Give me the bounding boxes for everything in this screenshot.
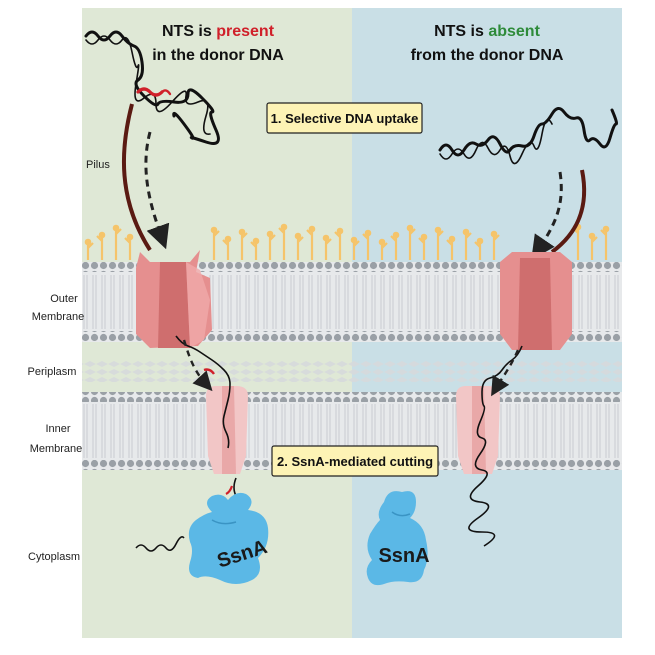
right-pilus — [550, 169, 587, 254]
right-title-keyword: absent — [488, 23, 540, 40]
lps-branch — [213, 230, 220, 237]
right-title: NTS is absent — [434, 23, 540, 40]
lps-sugar — [238, 228, 246, 236]
right-ssna-label: SsnA — [378, 545, 429, 567]
left-inner-channel — [206, 386, 248, 474]
lps-sugar — [602, 225, 610, 233]
left-uptake-arrow — [144, 131, 170, 250]
step2-label: 2. SsnA-mediated cutting — [277, 454, 433, 469]
inner-membrane-label-line1: Inner — [45, 423, 70, 435]
lps-branch — [446, 239, 453, 246]
lps-sugar — [210, 226, 218, 234]
lps-sugar — [336, 227, 344, 235]
lps-sugar — [476, 237, 484, 245]
lps-branch — [493, 234, 500, 241]
lps-branch — [362, 233, 369, 240]
lps-branch — [465, 232, 472, 239]
cytoplasm-label: Cytoplasm — [28, 551, 80, 563]
lps-sugar — [308, 225, 316, 233]
lps-branch — [325, 238, 332, 245]
lps-branch — [250, 241, 257, 248]
lps-branch — [591, 236, 598, 243]
right-ssna-enzyme — [366, 491, 428, 586]
lps-sugar — [420, 233, 428, 241]
lps-sugar — [378, 238, 386, 246]
lps-sugar — [490, 230, 498, 238]
lps-sugar — [224, 235, 232, 243]
periplasm-label: Periplasm — [28, 366, 77, 378]
lps-sugar — [294, 232, 302, 240]
lps-branch — [124, 237, 131, 244]
right-outer-channel — [500, 252, 572, 350]
lps-branch — [418, 237, 425, 244]
lps-sugar — [406, 224, 414, 232]
left-dashed-inner-arrow — [182, 339, 213, 392]
lps-sugar — [364, 229, 372, 237]
lps-sugar — [252, 237, 260, 245]
pilus-label: Pilus — [86, 159, 110, 171]
lps-branch — [409, 228, 416, 235]
lps-branch — [334, 231, 341, 238]
lps-branch — [600, 229, 607, 236]
left-ssna-enzyme — [188, 492, 269, 584]
lps-sugar — [126, 233, 134, 241]
lps-branch — [278, 227, 285, 234]
lps-sugar — [392, 231, 400, 239]
lps-branch — [437, 230, 444, 237]
lps-branch — [297, 236, 304, 243]
lps-sugar — [112, 224, 120, 232]
left-donor-dna — [84, 30, 220, 145]
lps-sugar — [462, 228, 470, 236]
lps-branch — [222, 239, 229, 246]
lps-branch — [115, 228, 122, 235]
left-title-keyword: present — [216, 23, 274, 40]
right-dashed-inner-arrow — [491, 349, 520, 397]
right-donor-dna — [438, 107, 618, 165]
step1-label: 1. Selective DNA uptake — [271, 111, 419, 126]
left-title: NTS is present — [162, 23, 275, 40]
left-outer-channel — [136, 250, 212, 348]
right-dna-strand-through — [468, 345, 523, 547]
lps-sugar — [98, 231, 106, 239]
lps-sugar — [84, 238, 92, 246]
lps-sugar — [280, 223, 288, 231]
lps-layer — [84, 223, 610, 260]
step1-box: 1. Selective DNA uptake — [266, 102, 423, 134]
right-title-line2: from the donor DNA — [411, 47, 564, 64]
inner-membrane-label-line2: Membrane — [30, 443, 83, 455]
lps-sugar — [448, 235, 456, 243]
lps-sugar — [350, 236, 358, 244]
lps-sugar — [322, 234, 330, 242]
lps-sugar — [588, 232, 596, 240]
lps-sugar — [434, 226, 442, 234]
lps-branch — [381, 242, 388, 249]
lps-branch — [96, 235, 103, 242]
lps-branch — [390, 235, 397, 242]
lps-branch — [306, 229, 313, 236]
lps-branch — [241, 232, 248, 239]
lps-branch — [474, 241, 481, 248]
lps-sugar — [266, 230, 274, 238]
lps-branch — [353, 240, 360, 247]
outer-membrane-label-line2: Membrane — [32, 311, 85, 323]
left-title-line2: in the donor DNA — [152, 47, 284, 64]
outer-membrane-label-line1: Outer — [50, 293, 78, 305]
periplasm-layer — [82, 360, 622, 382]
lps-branch — [269, 234, 276, 241]
lps-branch — [87, 242, 94, 249]
cut-dna-fragment — [135, 536, 185, 552]
right-uptake-arrow — [531, 171, 563, 260]
step2-box: 2. SsnA-mediated cutting — [271, 445, 439, 477]
left-pilus — [121, 103, 152, 252]
